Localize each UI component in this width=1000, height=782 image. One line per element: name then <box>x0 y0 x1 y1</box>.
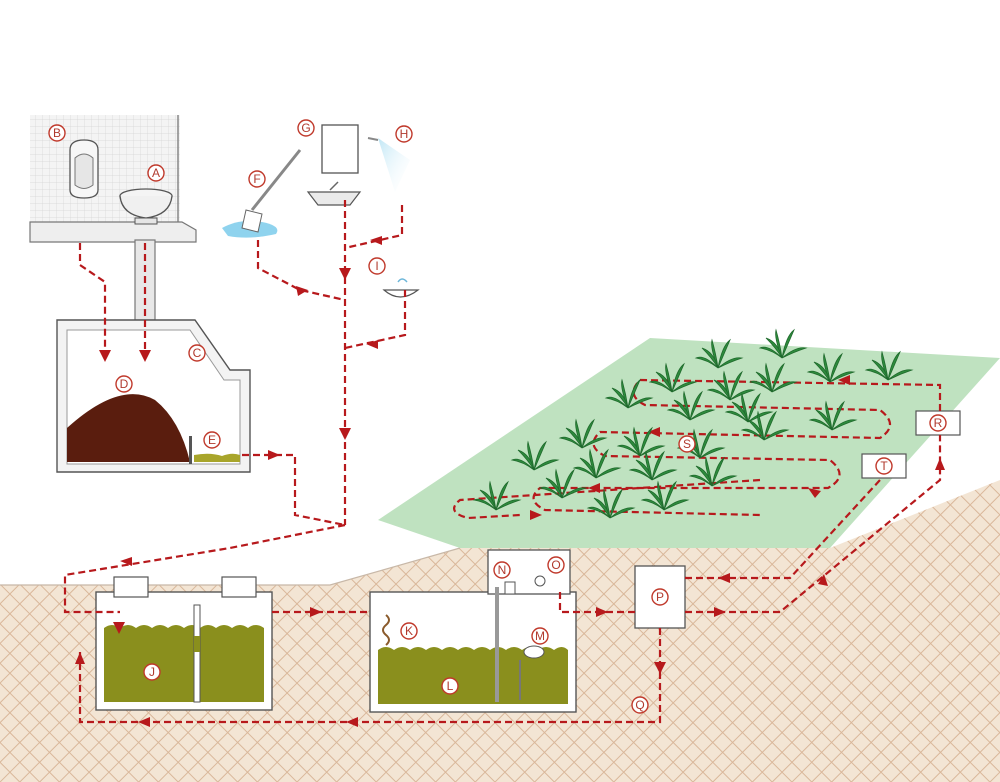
plant <box>758 328 808 359</box>
svg-text:N: N <box>498 563 507 577</box>
plant <box>648 362 698 393</box>
svg-text:C: C <box>193 346 202 360</box>
plant <box>694 338 744 369</box>
label-s: S <box>678 435 696 453</box>
svg-text:Q: Q <box>635 698 644 712</box>
plant <box>808 400 858 431</box>
svg-text:L: L <box>447 679 454 693</box>
flow-arrowheads <box>75 236 945 727</box>
label-p: P <box>651 588 669 606</box>
plant <box>604 378 654 409</box>
plant <box>510 440 560 471</box>
mop-and-puddle <box>222 149 302 238</box>
label-o: O <box>547 556 565 574</box>
plant <box>724 392 774 423</box>
label-l: L <box>441 677 459 695</box>
plant <box>640 480 690 511</box>
floor-slab <box>29 221 197 243</box>
label-i: I <box>368 257 386 275</box>
plant <box>748 362 798 393</box>
svg-text:O: O <box>551 558 560 572</box>
plant <box>472 480 522 511</box>
svg-text:K: K <box>405 624 413 638</box>
label-j: J <box>143 663 161 681</box>
svg-text:D: D <box>120 377 129 391</box>
svg-text:J: J <box>149 665 155 679</box>
ground-surface-line <box>0 547 461 586</box>
label-b: B <box>48 124 66 142</box>
plant <box>740 410 790 441</box>
svg-text:I: I <box>375 259 378 273</box>
svg-text:H: H <box>400 127 409 141</box>
label-a: A <box>147 164 165 182</box>
plant <box>628 450 678 481</box>
label-g: G <box>297 119 315 137</box>
label-d: D <box>115 375 133 393</box>
svg-text:E: E <box>208 433 216 447</box>
plant <box>688 456 738 487</box>
washbasin-with-mirror <box>306 124 362 206</box>
svg-text:F: F <box>253 172 260 186</box>
label-n: N <box>493 561 511 579</box>
flow-lines <box>63 200 942 724</box>
label-q: Q <box>631 696 649 714</box>
plant <box>864 350 914 381</box>
label-h: H <box>395 125 413 143</box>
svg-text:G: G <box>301 121 310 135</box>
svg-text:R: R <box>934 416 943 430</box>
svg-text:M: M <box>535 629 545 643</box>
urinal <box>69 139 99 199</box>
settling-tank <box>95 576 273 711</box>
label-t: T <box>875 457 893 475</box>
plant <box>616 426 666 457</box>
label-m: M <box>531 627 549 645</box>
label-c: C <box>188 344 206 362</box>
label-r: R <box>929 414 947 432</box>
svg-text:T: T <box>880 459 888 473</box>
shower-head <box>367 137 410 192</box>
label-e: E <box>203 431 221 449</box>
plant <box>558 418 608 449</box>
plant <box>538 468 588 499</box>
plant <box>572 448 622 479</box>
hand-basin <box>382 278 420 298</box>
label-f: F <box>248 170 266 188</box>
labels: B A G H F I C D E J K L M N O P Q R T S <box>48 119 947 714</box>
leachate-liquid <box>194 453 240 462</box>
toilet-pedestal <box>119 188 173 225</box>
plant <box>666 390 716 421</box>
label-k: K <box>400 622 418 640</box>
plants <box>472 328 914 519</box>
svg-text:P: P <box>656 590 664 604</box>
plant <box>586 488 636 519</box>
plant <box>806 352 856 383</box>
svg-text:A: A <box>152 166 160 180</box>
svg-text:S: S <box>683 437 691 451</box>
plant <box>706 370 756 401</box>
compost-heap <box>67 394 190 462</box>
chamber-divider <box>189 436 192 464</box>
svg-text:B: B <box>53 126 61 140</box>
